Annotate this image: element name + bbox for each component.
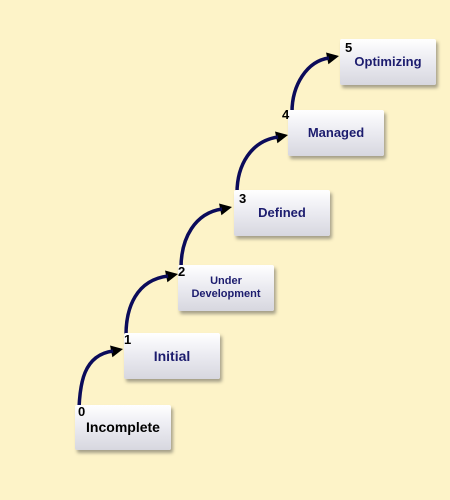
step-label-optimizing: Optimizing xyxy=(354,53,422,69)
arrow-3-to-4 xyxy=(235,135,280,195)
step-number-2: 2 xyxy=(178,264,186,279)
step-number-4: 4 xyxy=(282,107,290,122)
step-label-initial: Initial xyxy=(153,347,191,364)
step-box-defined: Defined xyxy=(234,190,330,236)
arrow-head-4 xyxy=(326,52,339,65)
arrow-head-0 xyxy=(110,345,123,358)
arrow-0-to-1 xyxy=(77,349,115,410)
arrow-head-1 xyxy=(165,270,178,283)
arrow-group xyxy=(77,52,339,410)
step-number-0: 0 xyxy=(78,404,86,419)
step-label-managed: Managed xyxy=(307,124,365,140)
step-box-under-development: Under Development xyxy=(178,265,274,311)
step-label-under-development: Under Development xyxy=(191,275,261,300)
step-number-5: 5 xyxy=(345,40,353,55)
step-number-3: 3 xyxy=(239,191,247,206)
step-box-optimizing: Optimizing xyxy=(340,39,436,85)
step-number-1: 1 xyxy=(124,332,132,347)
step-box-initial: Initial xyxy=(124,333,220,379)
step-label-incomplete: Incomplete xyxy=(86,419,160,436)
arrow-1-to-2 xyxy=(124,274,170,337)
arrow-2-to-3 xyxy=(179,207,224,270)
arrow-head-3 xyxy=(275,131,288,144)
arrow-head-2 xyxy=(219,203,232,216)
arrow-4-to-5 xyxy=(290,56,331,114)
step-box-managed: Managed xyxy=(288,110,384,156)
step-box-incomplete: Incomplete xyxy=(75,405,171,450)
step-label-defined: Defined xyxy=(258,204,306,220)
